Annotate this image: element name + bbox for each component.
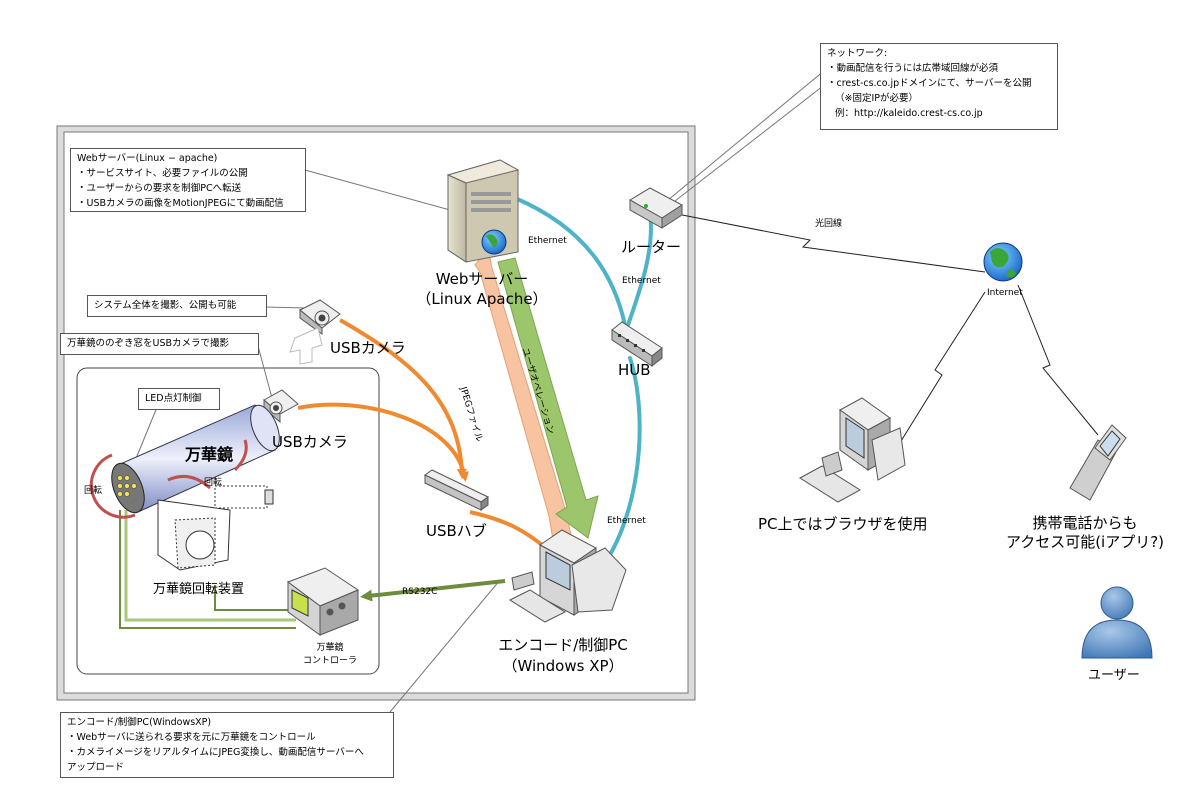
rotation-label-left: 回転: [84, 486, 103, 496]
webserver-callout-line: ・サービスサイト、必要ファイルの公開: [77, 168, 248, 179]
usb-hub-icon: [424, 469, 489, 511]
encoder-callout-title: エンコード/制御PC(WindowsXP): [67, 717, 212, 728]
usb-camera-label-system: USBカメラ: [330, 339, 406, 357]
controller-icon: [286, 567, 360, 636]
internet-label: Internet: [987, 288, 1023, 298]
user-operation-arrow: [497, 257, 599, 539]
user-person-icon: [1081, 586, 1153, 659]
led-callout-text: LED点灯制御: [145, 393, 202, 404]
encoder-callout-line: アップロード: [67, 762, 125, 773]
system-camera-callout: システム全体を撮影、公開も可能: [87, 295, 267, 317]
network-callout: ネットワーク: ・動画配信を行うには広帯域回線が必須 ・crest-cs.co.…: [820, 43, 1058, 130]
internet-to-pc-line: [887, 291, 986, 463]
ethernet-label-server: Ethernet: [528, 236, 567, 246]
rotation-label-right: 回転: [204, 478, 223, 488]
router-label: ルーター: [621, 238, 682, 256]
router-icon: [629, 187, 683, 229]
internet-to-mobile-line: [1017, 284, 1099, 436]
rs232c-link: [360, 579, 506, 602]
hub-label: HUB: [618, 361, 651, 379]
usb-camera-icon-system: [289, 299, 341, 365]
encoder-callout-line: ・カメライメージをリアルタイムにJPEG変換し、動画配信サーバーへ: [67, 747, 364, 758]
network-callout-line: （※固定IPが必要）: [835, 93, 918, 104]
network-callout-line: ・動画配信を行うには広帯域回線が必須: [827, 63, 999, 74]
internet-globe-icon: [983, 242, 1023, 282]
rotation-device-label: 万華鏡回転装置: [153, 582, 245, 597]
user-label: ユーザー: [1088, 668, 1140, 683]
encoder-callout-line: ・Webサーバに送られる要求を元に万華鏡をコントロール: [67, 732, 316, 743]
mobile-phone-icon: [1069, 424, 1127, 501]
rs232c-label: RS232C: [402, 587, 438, 597]
usb-camera-icon-kaleidoscope: [263, 389, 299, 424]
kaleido-camera-callout-text: 万華鏡ののぞき窓をUSBカメラで撮影: [67, 338, 230, 349]
hub-icon: [611, 321, 663, 368]
kaleido-camera-callout: 万華鏡ののぞき窓をUSBカメラで撮影: [60, 333, 259, 355]
optical-line-label: 光回線: [815, 219, 843, 229]
controller-label-2: コントローラ: [302, 656, 357, 666]
system-camera-callout-text: システム全体を撮影、公開も可能: [94, 300, 237, 311]
webserver-callout-line: ・ユーザーからの要求を制御PCへ転送: [77, 183, 242, 194]
mobile-label-1: 携帯電話からも: [1032, 514, 1138, 532]
encoder-pc-name-label: エンコード/制御PC: [498, 636, 628, 654]
optical-line: [671, 212, 986, 273]
usb-hub-label: USBハブ: [426, 522, 487, 540]
led-callout: LED点灯制御: [138, 388, 220, 410]
ethernet-label-router: Ethernet: [622, 276, 661, 286]
ethernet-label-pc: Ethernet: [607, 516, 646, 526]
network-callout-title: ネットワーク:: [827, 48, 888, 59]
encoder-pc-icon: [508, 529, 627, 623]
user-pc-icon: [799, 397, 906, 503]
network-callout-line: ・crest-cs.co.jpドメインにて、サーバーを公開: [827, 78, 1032, 89]
pc-browser-label: PC上ではブラウザを使用: [758, 515, 928, 533]
controller-wiring: [119, 510, 296, 629]
webserver-callout-line: ・USBカメラの画像をMotionJPEGにて動画配信: [77, 198, 284, 209]
webserver-callout: Webサーバー(Linux − apache) ・サービスサイト、必要ファイルの…: [70, 148, 306, 212]
kaleidoscope-label: 万華鏡: [185, 445, 234, 464]
kaleidoscope-icon: [89, 404, 280, 571]
network-callout-line: 例：http://kaleido.crest-cs.co.jp: [835, 108, 983, 119]
usb-camera-label-kaleidoscope: USBカメラ: [272, 433, 348, 451]
webserver-callout-title: Webサーバー(Linux − apache): [77, 153, 218, 164]
webserver-os-label: （Linux Apache）: [416, 290, 548, 308]
encoder-callout: エンコード/制御PC(WindowsXP) ・Webサーバに送られる要求を元に万…: [60, 712, 394, 778]
web-server-icon: [446, 159, 520, 263]
webserver-name-label: Webサーバー: [435, 270, 529, 288]
controller-label-1: 万華鏡: [316, 643, 344, 653]
encoder-pc-os-label: （Windows XP）: [502, 657, 624, 675]
mobile-label-2: アクセス可能(iアプリ?): [1005, 533, 1165, 551]
